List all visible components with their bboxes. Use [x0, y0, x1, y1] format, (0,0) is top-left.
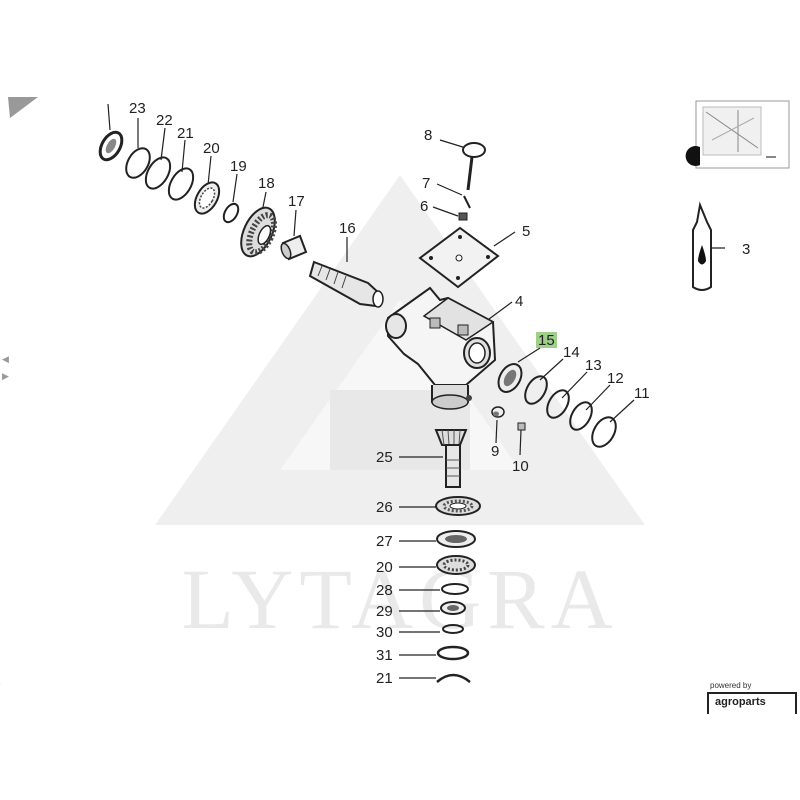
brand-name: agroparts	[715, 696, 766, 708]
callout-23: 23	[129, 100, 146, 117]
callout-15: 15	[538, 332, 555, 349]
powered-by-badge[interactable]: powered by agroparts	[707, 680, 797, 720]
part-8-dipstick[interactable]	[462, 142, 486, 191]
part-6-plug[interactable]	[458, 212, 468, 221]
part-10-screw[interactable]	[517, 422, 526, 431]
part-11-ring[interactable]	[587, 413, 620, 451]
thumbnail-preview[interactable]	[695, 100, 790, 169]
part-13-ring[interactable]	[543, 387, 574, 422]
prev-arrow-icon[interactable]: ◀	[2, 355, 9, 365]
callout-20: 20	[203, 140, 220, 157]
callout-20-lower: 20	[376, 559, 393, 576]
callout-8: 8	[424, 127, 432, 144]
callout-14: 14	[563, 344, 580, 361]
part-21-ring[interactable]	[164, 164, 198, 203]
part-7-pin[interactable]	[463, 195, 471, 209]
callout-21: 21	[177, 125, 194, 142]
bottom-blank-area	[0, 683, 800, 800]
part-25-pinion-shaft[interactable]	[434, 429, 468, 488]
callout-30: 30	[376, 624, 393, 641]
part-26-bearing[interactable]	[435, 496, 481, 516]
powered-by-label: powered by	[710, 681, 752, 690]
callout-19: 19	[230, 158, 247, 175]
callout-22: 22	[156, 112, 173, 129]
callout-17: 17	[288, 193, 305, 210]
part-17-bushing[interactable]	[279, 234, 308, 261]
callout-28: 28	[376, 582, 393, 599]
part-20-lower-bearing[interactable]	[436, 555, 476, 575]
callout-7: 7	[422, 175, 430, 192]
callout-11: 11	[634, 385, 650, 402]
callout-16: 16	[339, 220, 356, 237]
part-20-bearing[interactable]	[190, 178, 224, 217]
part-18-bevel-gear[interactable]	[234, 203, 281, 262]
callout-6: 6	[420, 198, 428, 215]
part-3-grease-tube[interactable]	[692, 201, 712, 291]
part-22-ring[interactable]	[141, 153, 175, 192]
part-31-ring[interactable]	[436, 645, 470, 661]
part-15-seal[interactable]	[494, 360, 526, 396]
callout-12: 12	[607, 370, 624, 387]
part-12-ring[interactable]	[566, 399, 597, 434]
part-27-seal[interactable]	[436, 530, 476, 548]
part-30-ring[interactable]	[442, 624, 464, 634]
part-14-ring[interactable]	[521, 373, 552, 408]
part-4-gearbox-housing[interactable]	[385, 286, 497, 410]
callout-3: 3	[742, 241, 750, 258]
callout-9: 9	[491, 443, 499, 460]
part-28-ring[interactable]	[441, 583, 469, 595]
callout-25: 25	[376, 449, 393, 466]
watermark: LYTAGRA	[155, 175, 645, 647]
thumbnail-toggle-icon[interactable]	[685, 145, 700, 167]
part-21-lower-ring[interactable]	[436, 673, 471, 683]
powered-by-logo: agroparts	[707, 692, 797, 714]
part-23-seal[interactable]	[96, 129, 127, 164]
next-arrow-icon[interactable]: ▶	[2, 372, 9, 382]
callout-27: 27	[376, 533, 393, 550]
callout-31: 31	[376, 647, 393, 664]
part-16-shaft[interactable]	[308, 260, 384, 308]
callout-18: 18	[258, 175, 275, 192]
part-23-ring[interactable]	[121, 144, 154, 182]
callout-4: 4	[515, 293, 523, 310]
part-29-washer[interactable]	[440, 601, 466, 615]
corner-marker	[8, 97, 38, 118]
callout-5: 5	[522, 223, 530, 240]
watermark-text: LYTAGRA	[181, 551, 618, 647]
callout-13: 13	[585, 357, 602, 374]
callout-26: 26	[376, 499, 393, 516]
callout-21-lower: 21	[376, 670, 393, 687]
part-9-bushing[interactable]	[491, 406, 505, 418]
callout-10: 10	[512, 458, 529, 475]
part-5-cover-plate[interactable]	[418, 226, 500, 289]
part-15-highlight	[536, 332, 557, 348]
callout-29: 29	[376, 603, 393, 620]
part-19-ring[interactable]	[221, 201, 241, 224]
